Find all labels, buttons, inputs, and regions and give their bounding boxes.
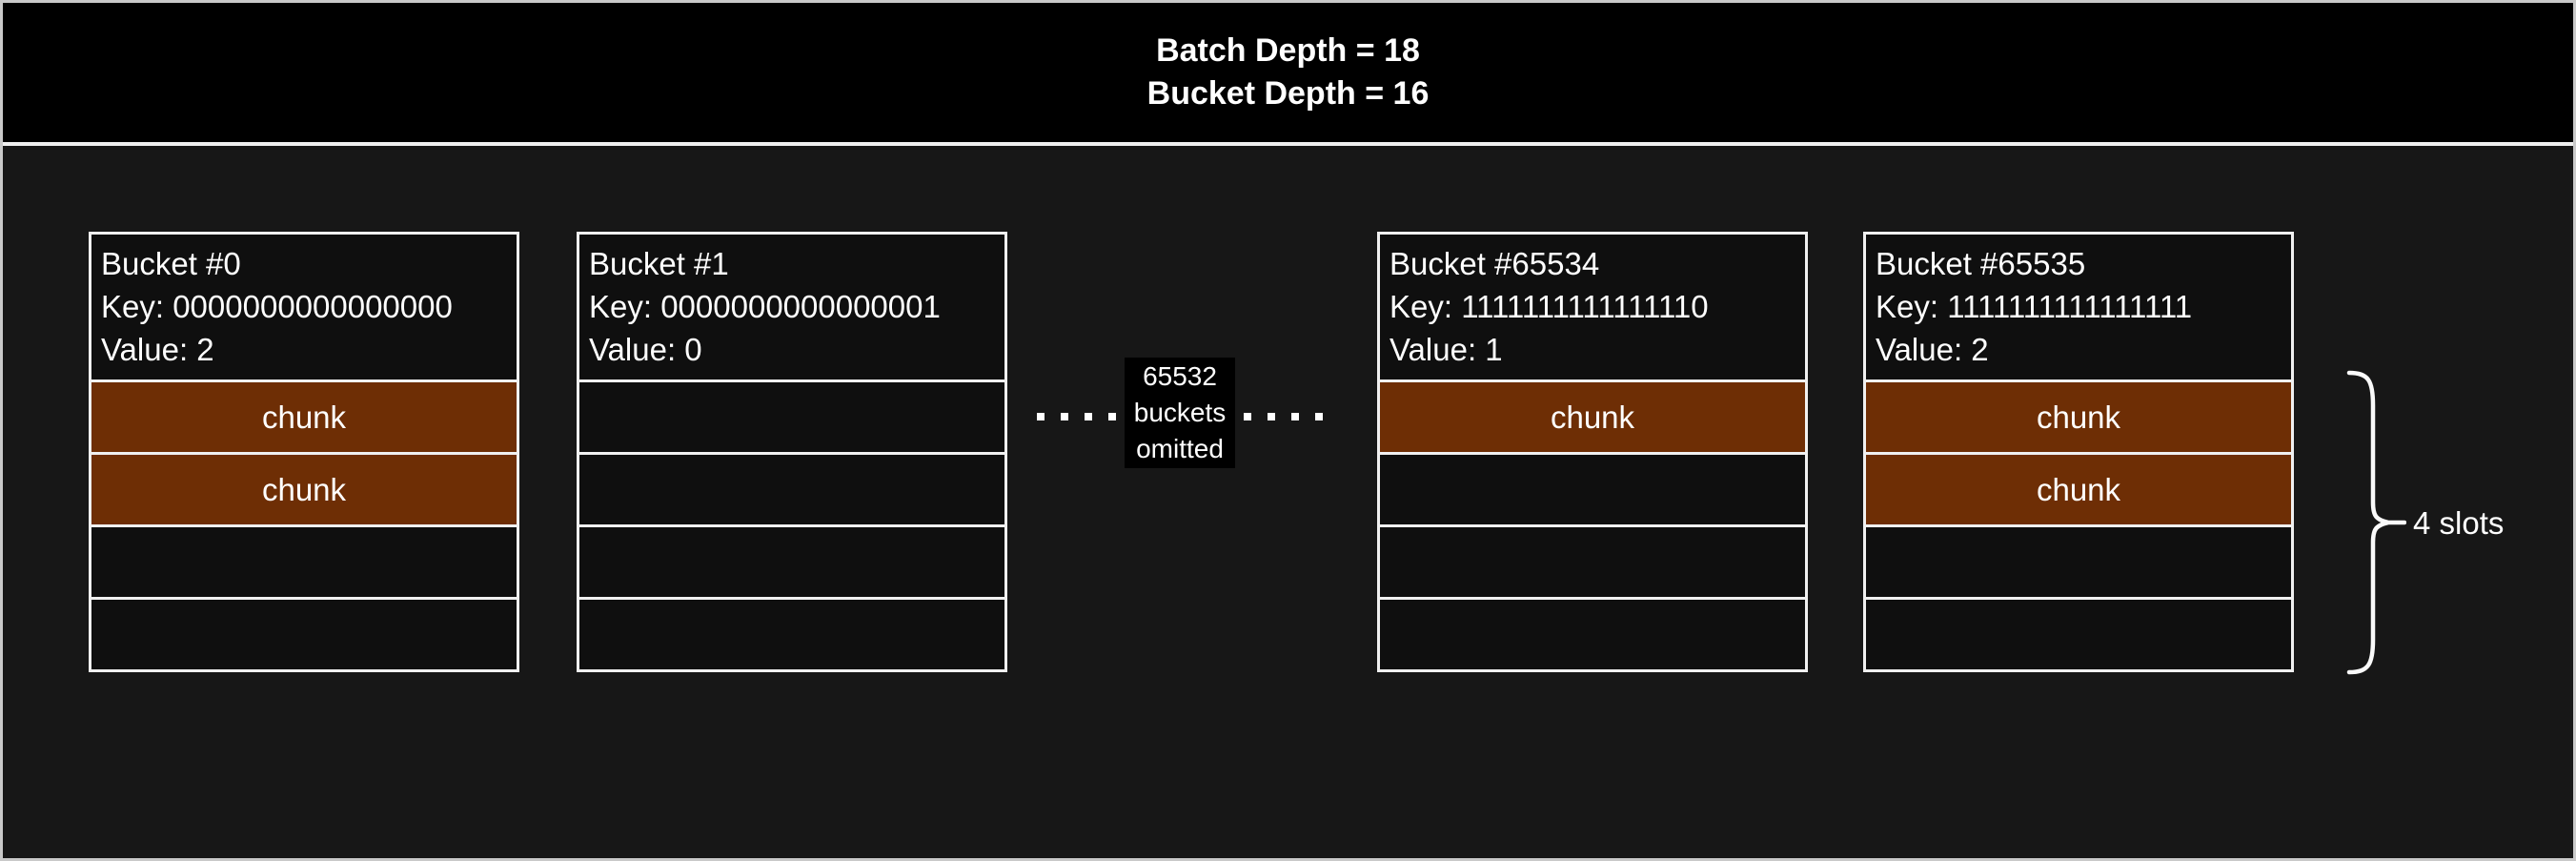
- bucket-box-1: Bucket #1 Key: 0000000000000001 Value: 0: [577, 232, 1007, 672]
- omitted-buckets-label: 65532 buckets omitted: [1125, 358, 1235, 468]
- dot-icon: [1244, 413, 1251, 420]
- slot-empty: [91, 524, 517, 597]
- omitted-line: 65532: [1143, 361, 1217, 391]
- bucket-head: Bucket #65535 Key: 1111111111111111 Valu…: [1866, 235, 2291, 379]
- omitted-line: omitted: [1136, 434, 1224, 463]
- slot-empty: [1866, 524, 2291, 597]
- batch-depth-title: Batch Depth = 18: [1156, 32, 1420, 69]
- dot-icon: [1061, 413, 1068, 420]
- bucket-title: Bucket #0: [101, 246, 241, 281]
- dot-icon: [1268, 413, 1275, 420]
- bucket-value: Value: 2: [101, 332, 214, 367]
- bucket-box-0: Bucket #0 Key: 0000000000000000 Value: 2…: [89, 232, 519, 672]
- title-panel: Batch Depth = 18 Bucket Depth = 16: [3, 3, 2573, 146]
- slot-empty: [579, 379, 1004, 452]
- bucket-box-65535: Bucket #65535 Key: 1111111111111111 Valu…: [1863, 232, 2294, 672]
- bucket-value: Value: 0: [589, 332, 702, 367]
- bucket-slots: chunk: [1380, 379, 1805, 669]
- bucket-key: Key: 1111111111111110: [1389, 289, 1709, 324]
- omitted-line: buckets: [1133, 398, 1227, 427]
- bucket-head: Bucket #0 Key: 0000000000000000 Value: 2: [91, 235, 517, 379]
- slot-chunk: chunk: [1380, 379, 1805, 452]
- dot-icon: [1315, 413, 1323, 420]
- slot-empty: [579, 524, 1004, 597]
- bucket-title: Bucket #1: [589, 246, 729, 281]
- slot-chunk: chunk: [1866, 452, 2291, 524]
- bucket-depth-title: Bucket Depth = 16: [1146, 75, 1430, 112]
- bucket-head: Bucket #1 Key: 0000000000000001 Value: 0: [579, 235, 1004, 379]
- slots-count-label: 4 slots: [2413, 505, 2505, 541]
- dot-icon: [1085, 413, 1092, 420]
- slot-empty: [91, 597, 517, 669]
- bucket-key: Key: 1111111111111111: [1876, 289, 2193, 324]
- omission-dots-left: [1037, 413, 1116, 420]
- slot-chunk: chunk: [1866, 379, 2291, 452]
- bucket-title: Bucket #65534: [1389, 246, 1600, 281]
- bucket-box-65534: Bucket #65534 Key: 1111111111111110 Valu…: [1377, 232, 1808, 672]
- slot-empty: [1380, 452, 1805, 524]
- slot-empty: [1866, 597, 2291, 669]
- bucket-key: Key: 0000000000000001: [589, 289, 941, 324]
- slot-chunk: chunk: [91, 379, 517, 452]
- dot-icon: [1037, 413, 1045, 420]
- slot-empty: [1380, 524, 1805, 597]
- bucket-key: Key: 0000000000000000: [101, 289, 453, 324]
- slot-empty: [1380, 597, 1805, 669]
- bucket-slots: [579, 379, 1004, 669]
- dot-icon: [1108, 413, 1116, 420]
- omission-dots-right: [1244, 413, 1323, 420]
- bucket-value: Value: 1: [1389, 332, 1503, 367]
- bucket-value: Value: 2: [1876, 332, 1989, 367]
- bucket-title: Bucket #65535: [1876, 246, 2086, 281]
- four-slots-brace-icon: [2346, 370, 2406, 675]
- slot-empty: [579, 597, 1004, 669]
- slot-chunk: chunk: [91, 452, 517, 524]
- slot-empty: [579, 452, 1004, 524]
- bucket-head: Bucket #65534 Key: 1111111111111110 Valu…: [1380, 235, 1805, 379]
- dot-icon: [1291, 413, 1299, 420]
